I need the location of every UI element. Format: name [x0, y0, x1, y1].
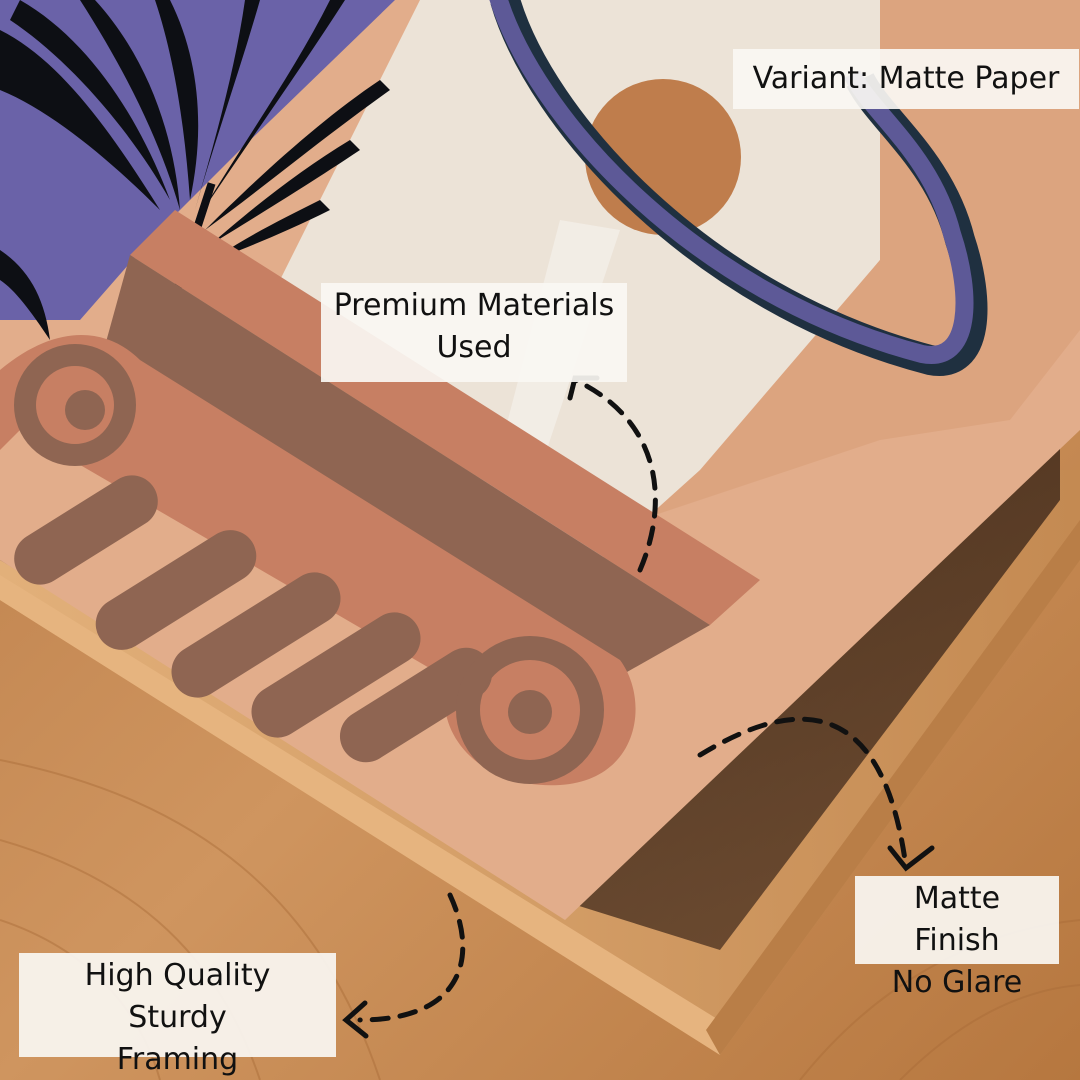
matte-line-1: Matte Finish [913, 881, 1001, 958]
dashed-curved-arrow-icon [697, 716, 908, 863]
ring-arc [489, 0, 988, 376]
premium-materials-label: Premium Materials Used [321, 283, 627, 382]
premium-line-2: Used [436, 330, 512, 365]
ionic-column-capital [0, 210, 760, 786]
matte-line-2: No Glare [891, 965, 1023, 1000]
frame-right-lip [706, 520, 1080, 1055]
variant-label: Variant: Matte Paper [733, 49, 1079, 109]
dashed-curved-arrow-icon [887, 845, 935, 872]
peach-shape [600, 0, 1080, 560]
matte-finish-label: Matte Finish No Glare [855, 876, 1059, 1000]
dashed-curved-arrow-icon [572, 377, 658, 573]
framing-line-2: Framing [116, 1042, 239, 1077]
variant-text: Variant: Matte Paper [752, 61, 1060, 96]
dashed-curved-arrow-icon [357, 892, 466, 1023]
dashed-curved-arrow-icon [342, 1000, 369, 1039]
framing-label: High Quality Sturdy Framing [19, 953, 336, 1077]
premium-line-1: Premium Materials [333, 288, 615, 323]
framing-line-1: High Quality Sturdy [84, 958, 271, 1035]
frame-front-lip [0, 575, 735, 1055]
